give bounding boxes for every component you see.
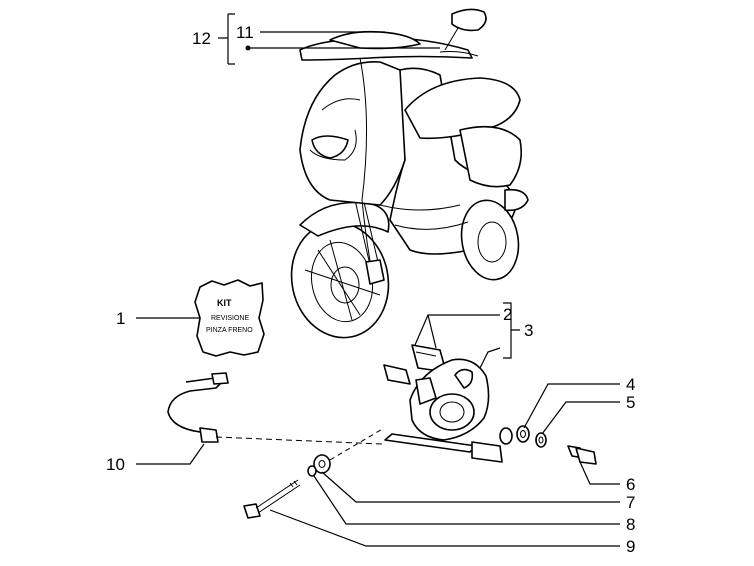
brake-hose — [167, 372, 383, 445]
kit-bag-line2: REVISIONE — [211, 315, 249, 322]
banjo-bolt-6 — [567, 445, 597, 465]
callout-5: 5 — [626, 393, 635, 412]
scooter-illustration — [290, 8, 529, 339]
callout-12: 12 — [192, 29, 211, 48]
callout-4: 4 — [626, 375, 635, 394]
bolt-9 — [243, 479, 301, 519]
leader-lines — [136, 13, 620, 547]
kit-bag: KIT REVISIONE PINZA FRENO — [194, 279, 265, 357]
kit-bag-line3: PINZA FRENO — [206, 327, 253, 334]
kit-bag-line1: KIT — [217, 298, 232, 308]
brake-pads — [383, 344, 447, 385]
washer-8 — [313, 454, 331, 474]
brake-caliper — [409, 358, 490, 441]
callout-9: 9 — [626, 537, 635, 556]
callout-6: 6 — [626, 475, 635, 494]
washer-7 — [307, 465, 317, 477]
washer-5 — [535, 432, 547, 448]
callout-1: 1 — [116, 309, 125, 328]
washer-4 — [516, 425, 530, 443]
callout-10: 10 — [106, 455, 125, 474]
callout-labels: 1 2 3 4 5 6 7 8 9 10 11 12 — [106, 23, 635, 556]
callout-2: 2 — [503, 305, 512, 324]
callout-7: 7 — [626, 493, 635, 512]
callout-8: 8 — [626, 515, 635, 534]
bolt-axis-line — [329, 427, 385, 461]
callout-11: 11 — [236, 23, 254, 42]
hose-fitting — [384, 427, 513, 463]
callout-3: 3 — [524, 321, 533, 340]
